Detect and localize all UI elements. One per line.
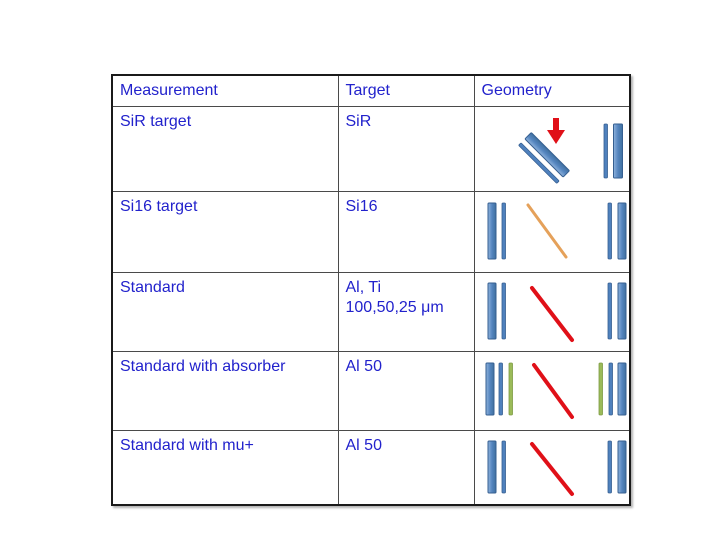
thin-detector-bar <box>608 362 613 416</box>
target-line: Al 50 <box>345 437 382 454</box>
thin-detector-bar <box>501 440 506 494</box>
thick-detector-bar <box>617 362 626 416</box>
target-line: Al, Ti <box>345 279 382 296</box>
thin-detector-bar <box>607 440 612 494</box>
thin-detector-bar <box>607 202 612 260</box>
vertical-detector-pair <box>485 362 503 416</box>
vertical-detector-pair <box>487 202 506 260</box>
target-line: Al 50 <box>345 358 382 375</box>
thin-detector-bar <box>603 123 608 179</box>
geometry-cell <box>473 430 631 506</box>
table-row: Standard Al, Ti 100,50,25 μm <box>111 272 631 352</box>
target-cell: Al 50 <box>337 430 475 506</box>
table-row: SiR target SiR <box>111 106 631 192</box>
measurement-cell: SiR target <box>111 106 339 192</box>
geometry-detector-pairs-with-orange-beam <box>487 202 626 260</box>
thick-detector-bar <box>487 440 496 494</box>
vertical-detector-pair <box>603 123 623 179</box>
target-cell: Al 50 <box>337 351 475 431</box>
arrow-head <box>546 130 565 144</box>
thin-detector-bar <box>518 142 559 184</box>
thin-detector-bar <box>501 202 506 260</box>
vertical-detector-pair <box>487 440 506 494</box>
thick-detector-bar <box>617 440 626 494</box>
thick-detector-bar <box>524 132 570 178</box>
table-row: Standard with mu+ Al 50 <box>111 430 631 506</box>
vertical-detector-pair <box>487 282 506 340</box>
green-absorber-bar <box>598 362 603 416</box>
orange-beam-line <box>526 203 567 259</box>
vertical-detector-pair <box>607 440 626 494</box>
measurement-table: Measurement Target Geometry SiR target S… <box>111 74 631 506</box>
thick-detector-bar <box>617 202 626 260</box>
tilted-detector-pair <box>518 132 570 184</box>
thick-detector-bar <box>487 202 496 260</box>
geometry-detector-pairs-with-absorbers-and-red-beam <box>485 362 626 419</box>
red-beam-line <box>529 286 574 342</box>
arrow-stem <box>552 118 559 132</box>
header-cell-measurement: Measurement <box>111 74 339 107</box>
target-cell: SiR <box>337 106 475 192</box>
geometry-cell <box>473 191 631 273</box>
geometry-tilted-target-with-beam-arrow <box>518 118 623 184</box>
thin-detector-bar <box>501 282 506 340</box>
target-line: Si16 <box>345 198 378 215</box>
thick-detector-bar <box>612 123 623 179</box>
geometry-detector-pairs-with-red-beam <box>487 440 626 496</box>
thin-detector-bar <box>498 362 503 416</box>
thick-detector-bar <box>617 282 626 340</box>
measurement-cell: Standard with mu+ <box>111 430 339 506</box>
thin-detector-bar <box>607 282 612 340</box>
target-line: SiR <box>345 113 372 130</box>
vertical-detector-pair <box>607 282 626 340</box>
green-absorber-bar <box>508 362 513 416</box>
header-cell-target: Target <box>337 74 475 107</box>
measurement-cell: Standard <box>111 272 339 352</box>
geometry-cell <box>473 351 631 431</box>
red-beam-line <box>531 363 574 419</box>
table-row: Si16 target Si16 <box>111 191 631 273</box>
geometry-cell <box>473 106 631 192</box>
target-cell: Si16 <box>337 191 475 273</box>
header-cell-geometry: Geometry <box>473 74 631 107</box>
thick-detector-bar <box>487 282 496 340</box>
geometry-detector-pairs-with-red-beam <box>487 282 626 342</box>
vertical-detector-pair <box>607 202 626 260</box>
target-cell: Al, Ti 100,50,25 μm <box>337 272 475 352</box>
thick-detector-bar <box>485 362 494 416</box>
red-beam-line <box>529 442 574 496</box>
measurement-cell: Si16 target <box>111 191 339 273</box>
target-line: 100,50,25 μm <box>345 299 444 316</box>
vertical-detector-pair <box>608 362 626 416</box>
geometry-cell <box>473 272 631 352</box>
measurement-cell: Standard with absorber <box>111 351 339 431</box>
table-header-row: Measurement Target Geometry <box>111 74 631 107</box>
red-beam-arrow-down-icon <box>546 118 565 144</box>
table-row: Standard with absorber Al 50 <box>111 351 631 431</box>
